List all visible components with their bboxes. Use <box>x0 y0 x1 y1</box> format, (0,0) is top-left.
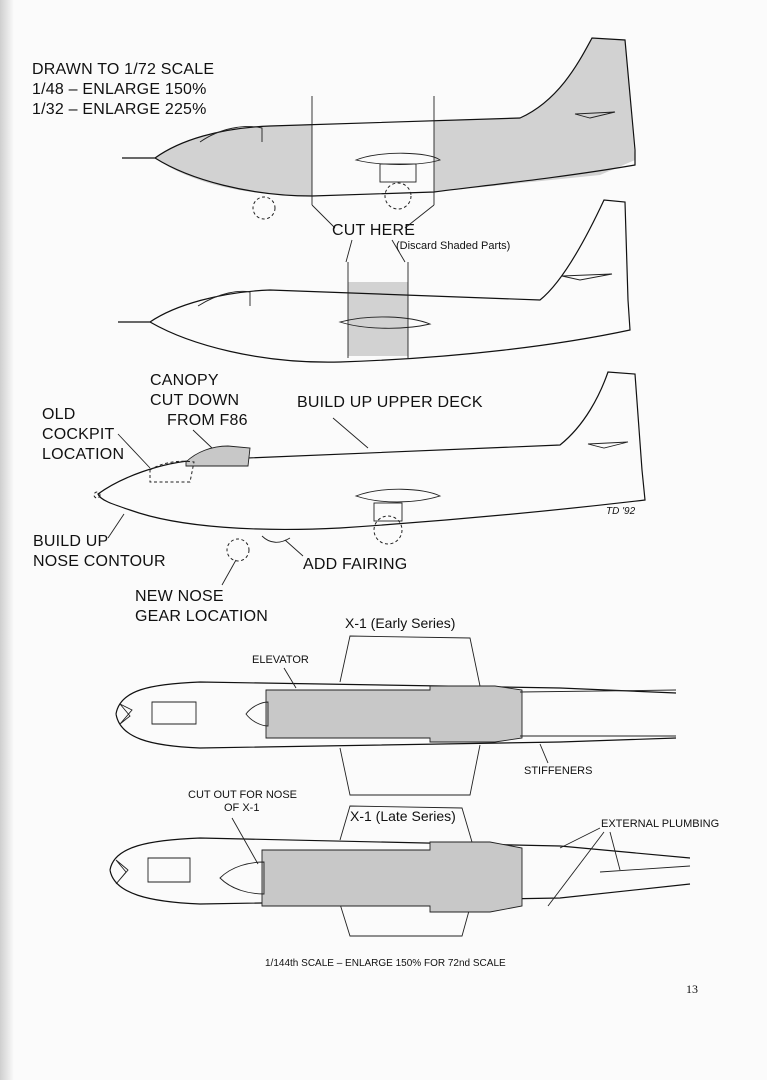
plan-intake-late <box>115 859 129 885</box>
page-number: 13 <box>686 982 698 996</box>
fairing-bump <box>261 535 291 543</box>
early-series-title: X-1 (Early Series) <box>345 615 456 631</box>
old-cockpit-label-3: LOCATION <box>42 446 125 463</box>
plan-cutout-early <box>265 685 523 743</box>
canopy-label-3: FROM F86 <box>167 412 248 429</box>
canopy-label-2: CUT DOWN <box>150 392 240 409</box>
cutout-label-1: CUT OUT FOR NOSE <box>188 789 297 801</box>
upper-deck-label: BUILD UP UPPER DECK <box>297 394 483 411</box>
scale-note-3: 1/32 – ENLARGE 225% <box>32 101 207 118</box>
plan-x1-nose-late <box>219 861 265 895</box>
plan-wing-bot-early <box>339 744 481 796</box>
new-gear-circle <box>226 538 250 562</box>
plan-wing-top-late <box>339 805 473 843</box>
wing-root-3 <box>354 488 442 503</box>
plan-wing-bot-late <box>339 899 473 937</box>
canopy-label-1: CANOPY <box>150 372 219 389</box>
old-cockpit-dashed <box>149 460 195 483</box>
plan-wing-top-early <box>339 635 481 687</box>
nose-contour-label-1: BUILD UP <box>33 533 109 550</box>
plumbing-label: EXTERNAL PLUMBING <box>601 818 720 830</box>
cut-here-leaders <box>311 204 435 263</box>
canopy-outline-1 <box>199 126 263 143</box>
nose-contour-label-2: NOSE CONTOUR <box>33 553 166 570</box>
fuselage-outline-2 <box>118 199 631 363</box>
nose-tip-dashed <box>93 491 101 499</box>
plan-view-late <box>109 805 691 937</box>
late-series-title: X-1 (Late Series) <box>350 808 456 824</box>
scale-note-2: 1/48 – ENLARGE 150% <box>32 81 207 98</box>
profile-f86-original <box>122 37 636 220</box>
plan-x1-nose-early <box>245 701 269 727</box>
plan-intake-early <box>119 703 133 725</box>
plan-nose-inner-late <box>147 857 191 883</box>
cutout-label-2: OF X-1 <box>224 802 260 814</box>
shaded-tail-section <box>434 38 635 192</box>
scale-note-1: DRAWN TO 1/72 SCALE <box>32 61 215 78</box>
tailplane-3 <box>587 441 629 449</box>
tailplane-1 <box>574 111 616 119</box>
old-cockpit-label-2: COCKPIT <box>42 426 115 443</box>
profile-x1-modified <box>93 371 646 586</box>
f86-canopy-new <box>185 445 251 467</box>
plan-fuselage-late <box>109 837 691 905</box>
tailplane-2 <box>561 273 613 281</box>
shaded-nose-section <box>155 124 312 196</box>
plan-scale-note: 1/144th SCALE – ENLARGE 150% FOR 72nd SC… <box>265 958 506 969</box>
fuselage-outline-1 <box>122 37 636 197</box>
gear-circle-3 <box>373 515 403 545</box>
profile-x1-donor <box>118 199 631 363</box>
plan-fuselage-early <box>115 681 677 749</box>
binding-edge <box>0 0 14 1080</box>
artist-signature: TD '92 <box>606 506 636 517</box>
old-gear-circle-2 <box>384 182 412 210</box>
gear-bay-1 <box>379 163 417 183</box>
nose-gear-label-1: NEW NOSE <box>135 588 224 605</box>
plan-nose-inner-early <box>151 701 197 725</box>
wing-root-1 <box>354 152 441 165</box>
add-fairing-label: ADD FAIRING <box>303 556 408 573</box>
wing-root-2 <box>338 316 432 329</box>
nose-gear-label-2: GEAR LOCATION <box>135 608 268 625</box>
cut-here-label: CUT HERE <box>332 222 416 239</box>
discard-label: (Discard Shaded Parts) <box>396 240 511 252</box>
old-gear-circle-1 <box>252 196 276 220</box>
old-cockpit-label-1: OLD <box>42 406 76 423</box>
canopy-outline-2 <box>197 290 251 307</box>
elevator-label: ELEVATOR <box>252 654 309 666</box>
stiffeners-label: STIFFENERS <box>524 765 593 777</box>
plan-view-early <box>115 635 677 796</box>
gear-bay-3 <box>373 502 403 522</box>
plan-cutout-late <box>261 841 523 913</box>
